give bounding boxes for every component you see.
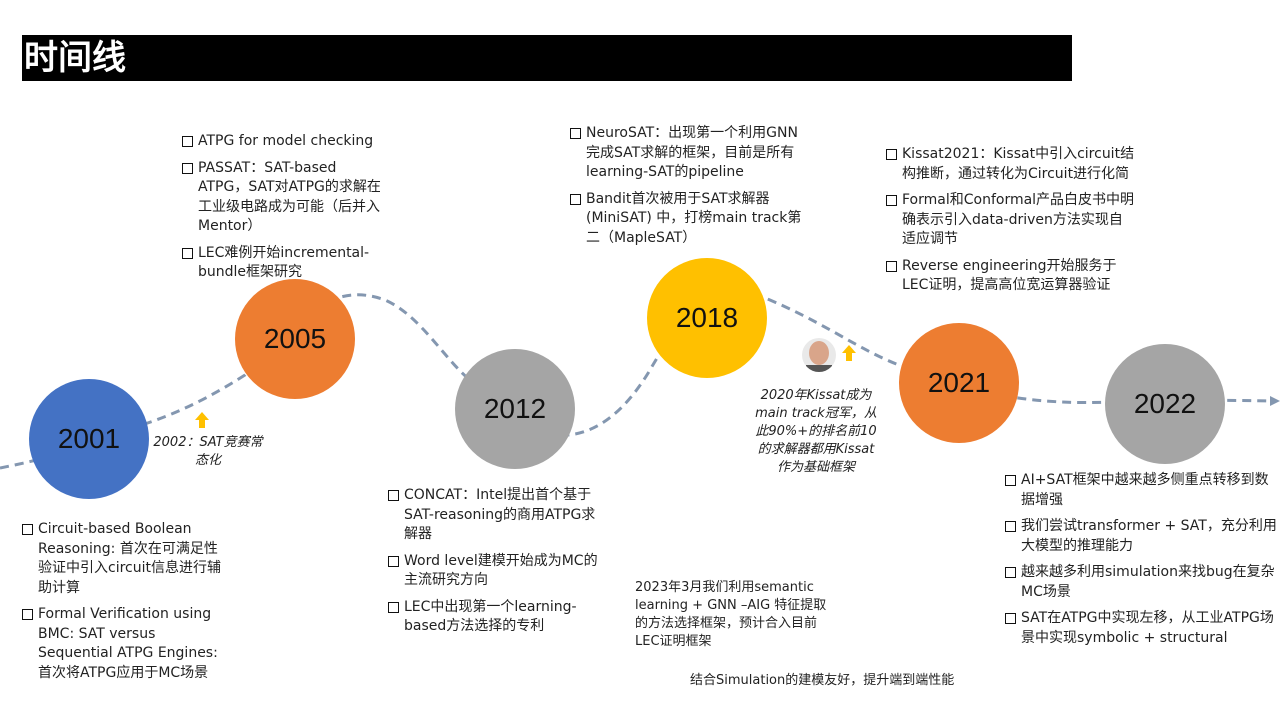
bullet-2021-1: Kissat2021：Kissat中引入circuit结构推断，通过转化为Cir… bbox=[886, 145, 1136, 184]
note-2023: 2023年3月我们利用semantic learning + GNN –AIG … bbox=[635, 580, 827, 649]
block-2005: ATPG for model checking PASSAT：SAT-based… bbox=[182, 132, 387, 290]
node-2012: 2012 bbox=[455, 349, 575, 469]
block-2018: NeuroSAT：出现第一个利用GNN完成SAT求解的框架，目前是所有learn… bbox=[570, 124, 810, 255]
block-2001: Circuit-based Boolean Reasoning: 首次在可满足性… bbox=[22, 520, 222, 690]
bullet-2012-1: CONCAT：Intel提出首个基于SAT-reasoning的商用ATPG求解… bbox=[388, 486, 608, 545]
note-2020: 2020年Kissat成为main track冠军，从此90%+的排名前10的求… bbox=[755, 388, 877, 475]
bullet-2005-3: LEC难例开始incremental-bundle框架研究 bbox=[182, 244, 387, 283]
bullet-2005-2: PASSAT：SAT-based ATPG，SAT对ATPG的求解在工业级电路成… bbox=[182, 159, 387, 237]
bullet-2022-1: AI+SAT框架中越来越多侧重点转移到数据增强 bbox=[1005, 471, 1277, 510]
node-2001: 2001 bbox=[29, 379, 149, 499]
bullet-2018-2: Bandit首次被用于SAT求解器(MiniSAT) 中，打榜main trac… bbox=[570, 190, 810, 249]
block-2012: CONCAT：Intel提出首个基于SAT-reasoning的商用ATPG求解… bbox=[388, 486, 608, 644]
bullet-2022-4: SAT在ATPG中实现左移，从工业ATPG场景中实现symbolic + str… bbox=[1005, 609, 1277, 648]
bullet-2001-2: Formal Verification using BMC: SAT versu… bbox=[22, 605, 222, 683]
up-arrow-icon bbox=[195, 412, 209, 428]
bullet-2005-1: ATPG for model checking bbox=[182, 132, 387, 152]
bullet-2012-2: Word level建模开始成为MC的主流研究方向 bbox=[388, 552, 608, 591]
block-2021: Kissat2021：Kissat中引入circuit结构推断，通过转化为Cir… bbox=[886, 145, 1136, 303]
node-2022: 2022 bbox=[1105, 344, 1225, 464]
bullet-2021-2: Formal和Conformal产品白皮书中明确表示引入data-driven方… bbox=[886, 191, 1136, 250]
up-arrow-icon bbox=[842, 345, 856, 361]
note-simulation: 结合Simulation的建模友好，提升端到端性能 bbox=[690, 673, 955, 688]
title-bar: 时间线 bbox=[22, 35, 1072, 81]
bullet-2012-3: LEC中出现第一个learning-based方法选择的专利 bbox=[388, 598, 608, 637]
page-title: 时间线 bbox=[24, 38, 126, 78]
bullet-2021-3: Reverse engineering开始服务于LEC证明，提高高位宽运算器验证 bbox=[886, 257, 1136, 296]
node-2005: 2005 bbox=[235, 279, 355, 399]
node-2018: 2018 bbox=[647, 258, 767, 378]
block-2022: AI+SAT框架中越来越多侧重点转移到数据增强 我们尝试transformer … bbox=[1005, 471, 1277, 655]
avatar bbox=[802, 338, 836, 372]
bullet-2001-1: Circuit-based Boolean Reasoning: 首次在可满足性… bbox=[22, 520, 222, 598]
note-2002: 2002：SAT竞赛常态化 bbox=[153, 435, 263, 468]
bullet-2022-2: 我们尝试transformer + SAT，充分利用大模型的推理能力 bbox=[1005, 517, 1277, 556]
path-arrowhead bbox=[1270, 396, 1280, 406]
bullet-2022-3: 越来越多利用simulation来找bug在复杂MC场景 bbox=[1005, 563, 1277, 602]
node-2021: 2021 bbox=[899, 323, 1019, 443]
bullet-2018-1: NeuroSAT：出现第一个利用GNN完成SAT求解的框架，目前是所有learn… bbox=[570, 124, 810, 183]
